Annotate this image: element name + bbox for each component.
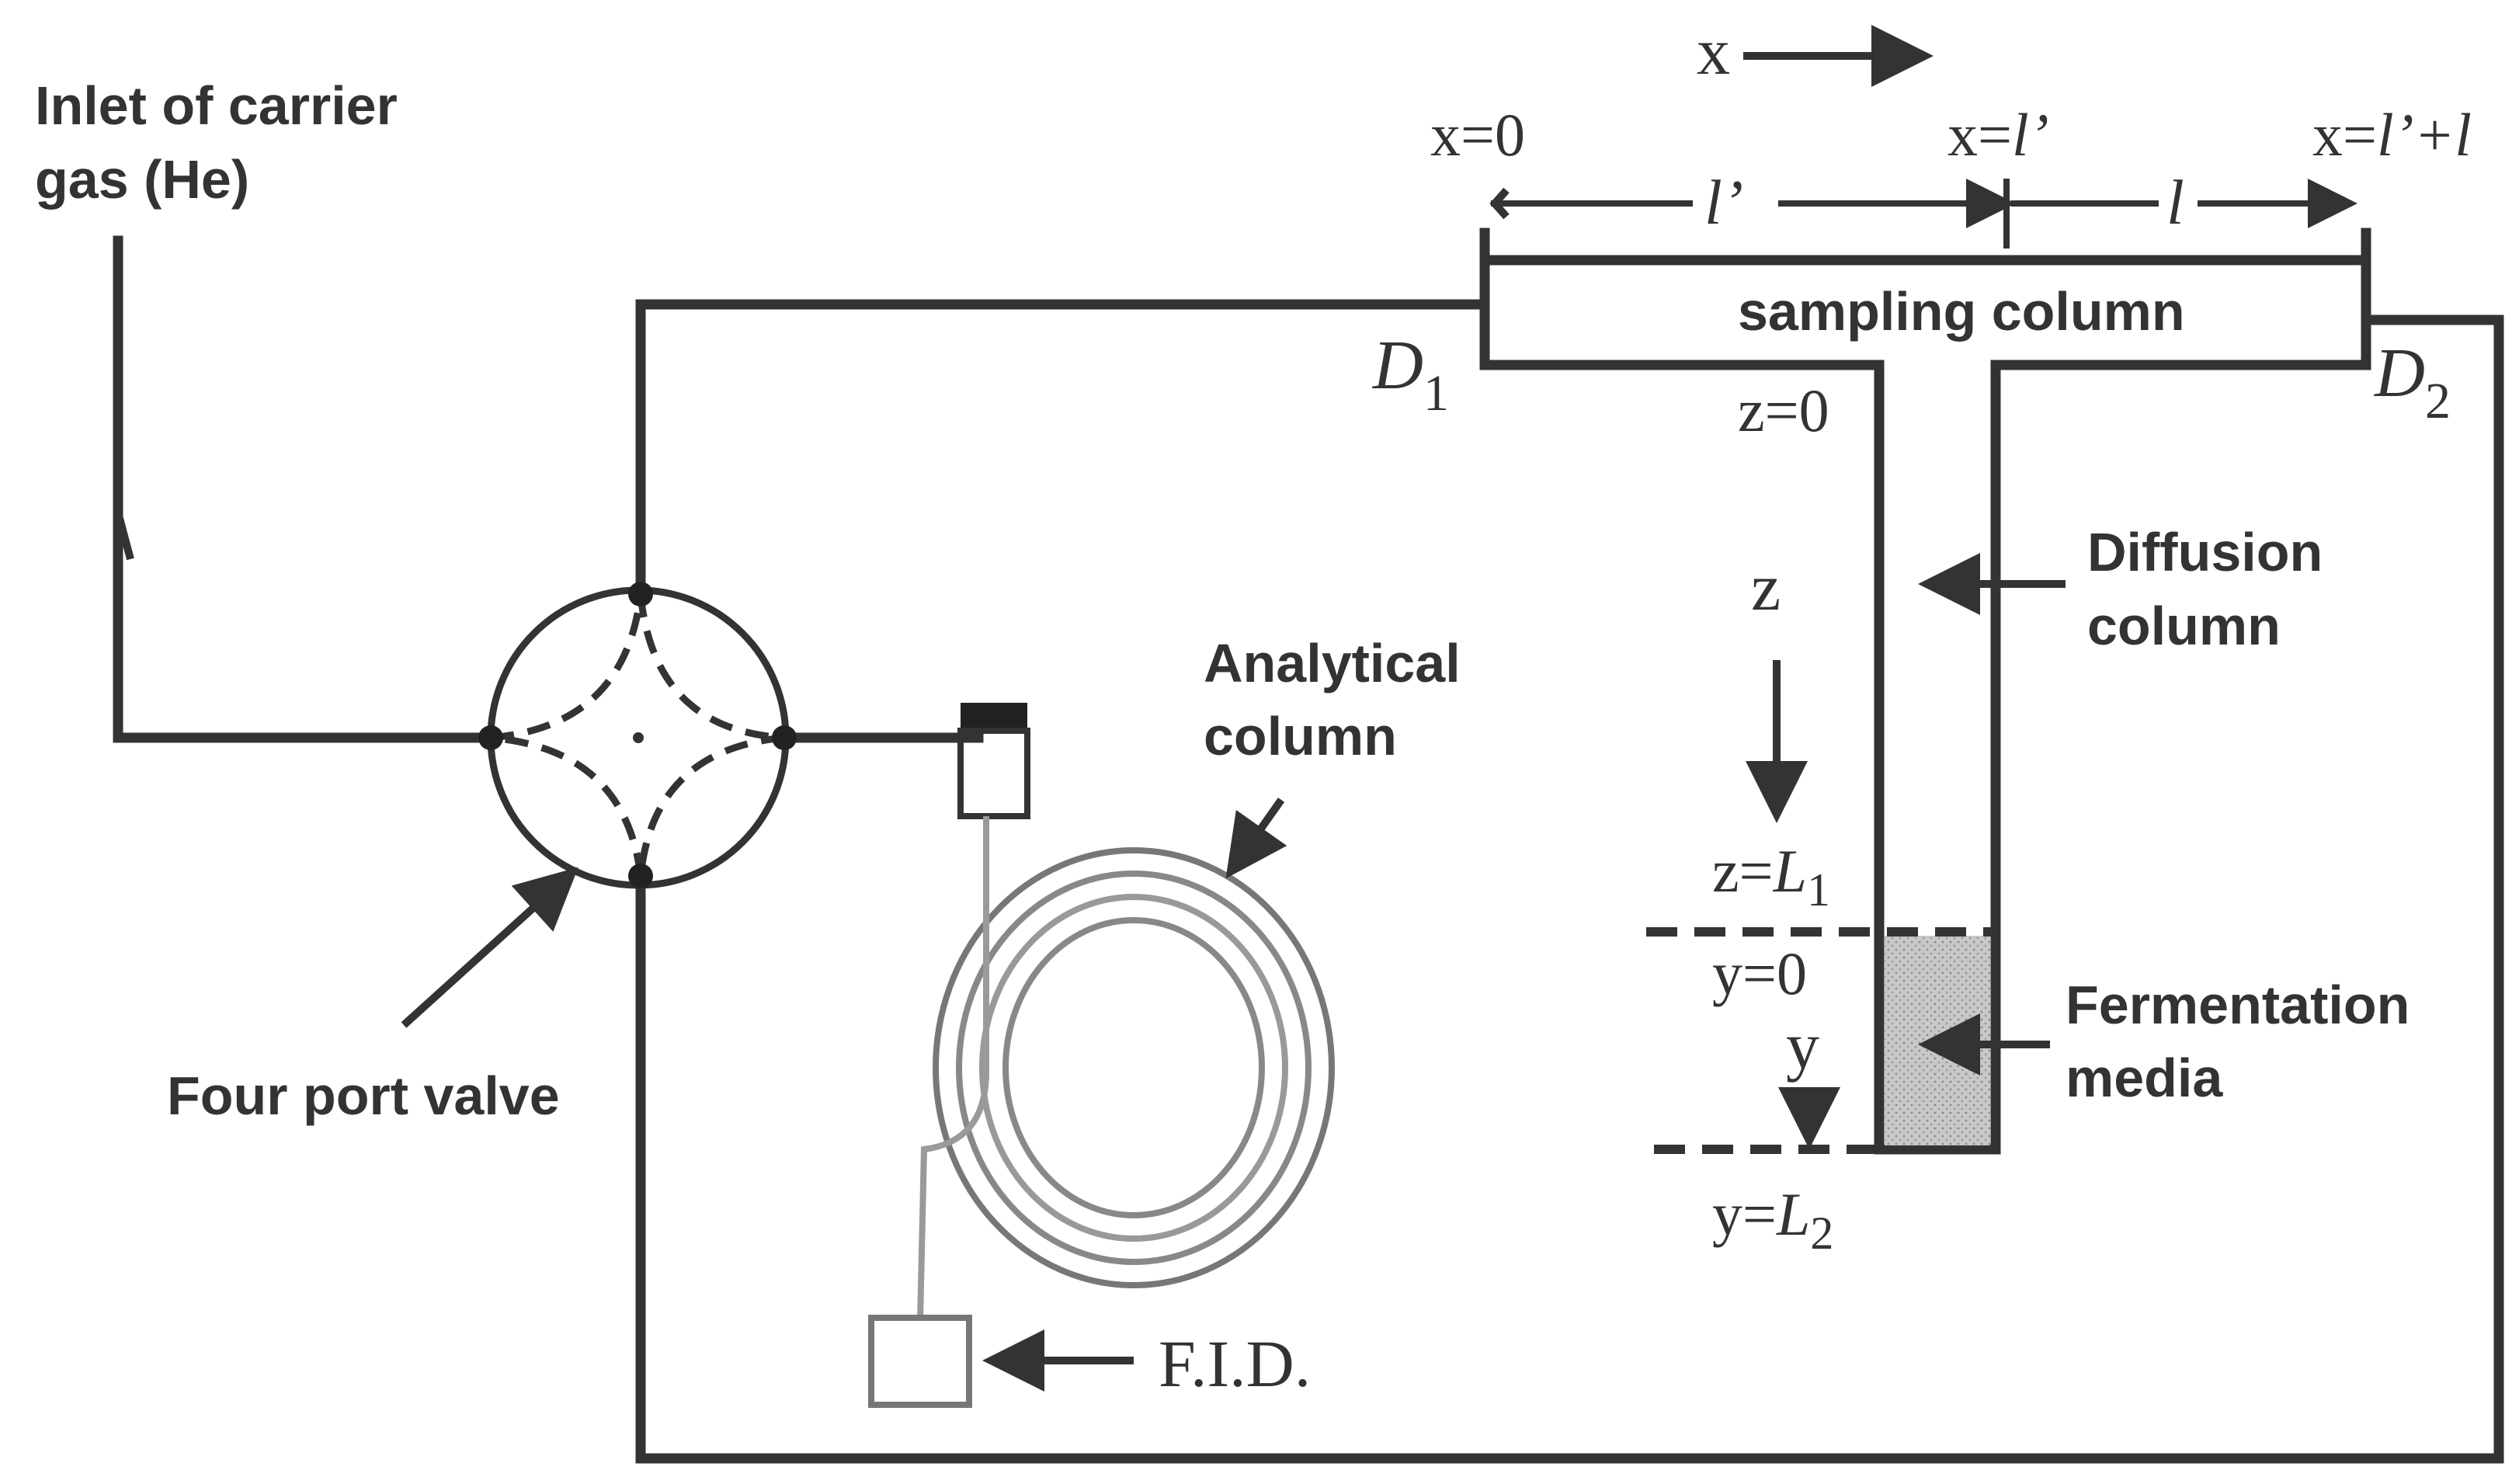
four-port-valve bbox=[478, 582, 797, 889]
y-direction-label: y bbox=[1786, 1008, 1819, 1083]
sampling-column-label: sampling column bbox=[1738, 281, 2185, 342]
inlet-label-line2: gas (He) bbox=[35, 149, 249, 210]
carrier-loop-pipe bbox=[635, 299, 2504, 1464]
D2-label: D2 bbox=[2373, 335, 2451, 429]
analytical-label-line1: Analytical bbox=[1204, 633, 1461, 693]
z-direction-label: z bbox=[1751, 550, 1781, 624]
dimension-l-prime bbox=[1489, 179, 2016, 228]
fermentation-label-line1: Fermentation bbox=[2066, 975, 2410, 1035]
x0-label: x=0 bbox=[1430, 101, 1525, 169]
fermentation-label-line2: media bbox=[2066, 1048, 2223, 1108]
dimension-l bbox=[2003, 179, 2357, 248]
four-port-valve-label: Four port valve bbox=[167, 1065, 560, 1126]
z-L1-label: z=L1 bbox=[1712, 837, 1830, 916]
x-lprime-plus-l-label: x=l’+l bbox=[2312, 101, 2472, 169]
analytical-label-line2: column bbox=[1204, 706, 1397, 766]
z0-label: z=0 bbox=[1738, 377, 1829, 444]
valve-port-right bbox=[772, 725, 797, 750]
diffusion-label-line1: Diffusion bbox=[2087, 522, 2323, 582]
sampling-column bbox=[1479, 228, 2371, 1155]
fid-label: F.I.D. bbox=[1159, 1326, 1311, 1401]
diffusion-label-line2: column bbox=[2087, 596, 2281, 656]
fid-detector bbox=[868, 1315, 972, 1408]
valve-pointer-arrow bbox=[401, 867, 579, 1028]
valve-port-left bbox=[478, 725, 503, 750]
dimension-lprime-label: l’ bbox=[1704, 167, 1743, 238]
x-direction-label: x bbox=[1697, 14, 1730, 89]
inlet-label-line1: Inlet of carrier bbox=[35, 75, 398, 136]
valve-port-bottom bbox=[628, 864, 653, 888]
y-L2-label: y=L2 bbox=[1712, 1180, 1833, 1259]
x-lprime-label: x=l’ bbox=[1947, 101, 2049, 169]
injector bbox=[957, 703, 1030, 819]
analytical-pointer-arrow bbox=[1225, 798, 1287, 879]
y0-label: y=0 bbox=[1712, 940, 1807, 1007]
dimension-l-label: l bbox=[2166, 167, 2184, 238]
inlet-pipe bbox=[113, 235, 495, 743]
D1-label: D1 bbox=[1371, 327, 1449, 422]
valve-port-top bbox=[628, 582, 653, 606]
analytical-column-coil bbox=[917, 816, 1335, 1321]
